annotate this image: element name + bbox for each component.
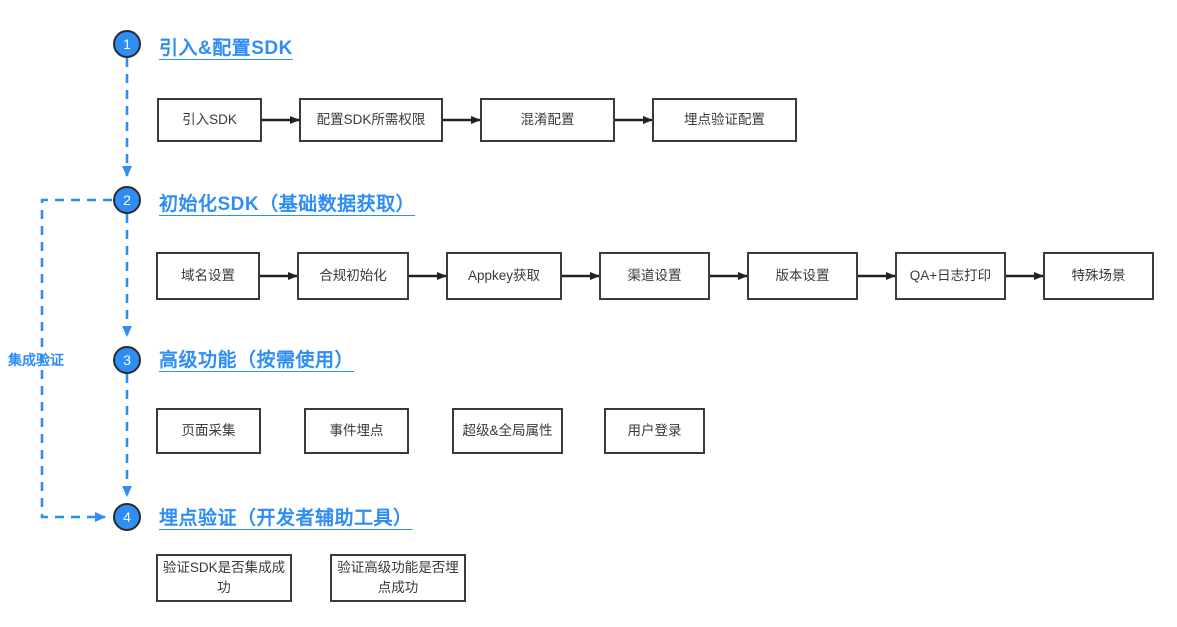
step-circle-2[interactable]: 2 [113, 186, 141, 214]
section-title-2[interactable]: 初始化SDK（基础数据获取） [159, 194, 416, 215]
section-title-3[interactable]: 高级功能（按需使用） [159, 350, 355, 371]
node-box[interactable]: 用户登录 [604, 408, 705, 454]
node-box[interactable]: 版本设置 [747, 252, 858, 300]
section-title-4[interactable]: 埋点验证（开发者辅助工具） [159, 508, 413, 529]
node-box[interactable]: 验证SDK是否集成成功 [156, 554, 292, 602]
node-box[interactable]: 合规初始化 [297, 252, 409, 300]
node-box[interactable]: 混淆配置 [480, 98, 615, 142]
node-box[interactable]: 域名设置 [156, 252, 260, 300]
node-box[interactable]: 验证高级功能是否埋点成功 [330, 554, 466, 602]
step-circle-3[interactable]: 3 [113, 346, 141, 374]
node-box[interactable]: 渠道设置 [599, 252, 710, 300]
integration-verify-label: 集成验证 [8, 352, 64, 368]
node-box[interactable]: 特殊场景 [1043, 252, 1154, 300]
node-box[interactable]: 页面采集 [156, 408, 261, 454]
node-box[interactable]: Appkey获取 [446, 252, 562, 300]
node-box[interactable]: 埋点验证配置 [652, 98, 797, 142]
node-box[interactable]: 配置SDK所需权限 [299, 98, 443, 142]
node-box[interactable]: 超级&全局属性 [452, 408, 563, 454]
section-title-1[interactable]: 引入&配置SDK [159, 38, 293, 59]
step-circle-4[interactable]: 4 [113, 503, 141, 531]
node-box[interactable]: 引入SDK [157, 98, 262, 142]
node-box[interactable]: QA+日志打印 [895, 252, 1006, 300]
node-box[interactable]: 事件埋点 [304, 408, 409, 454]
step-circle-1[interactable]: 1 [113, 30, 141, 58]
